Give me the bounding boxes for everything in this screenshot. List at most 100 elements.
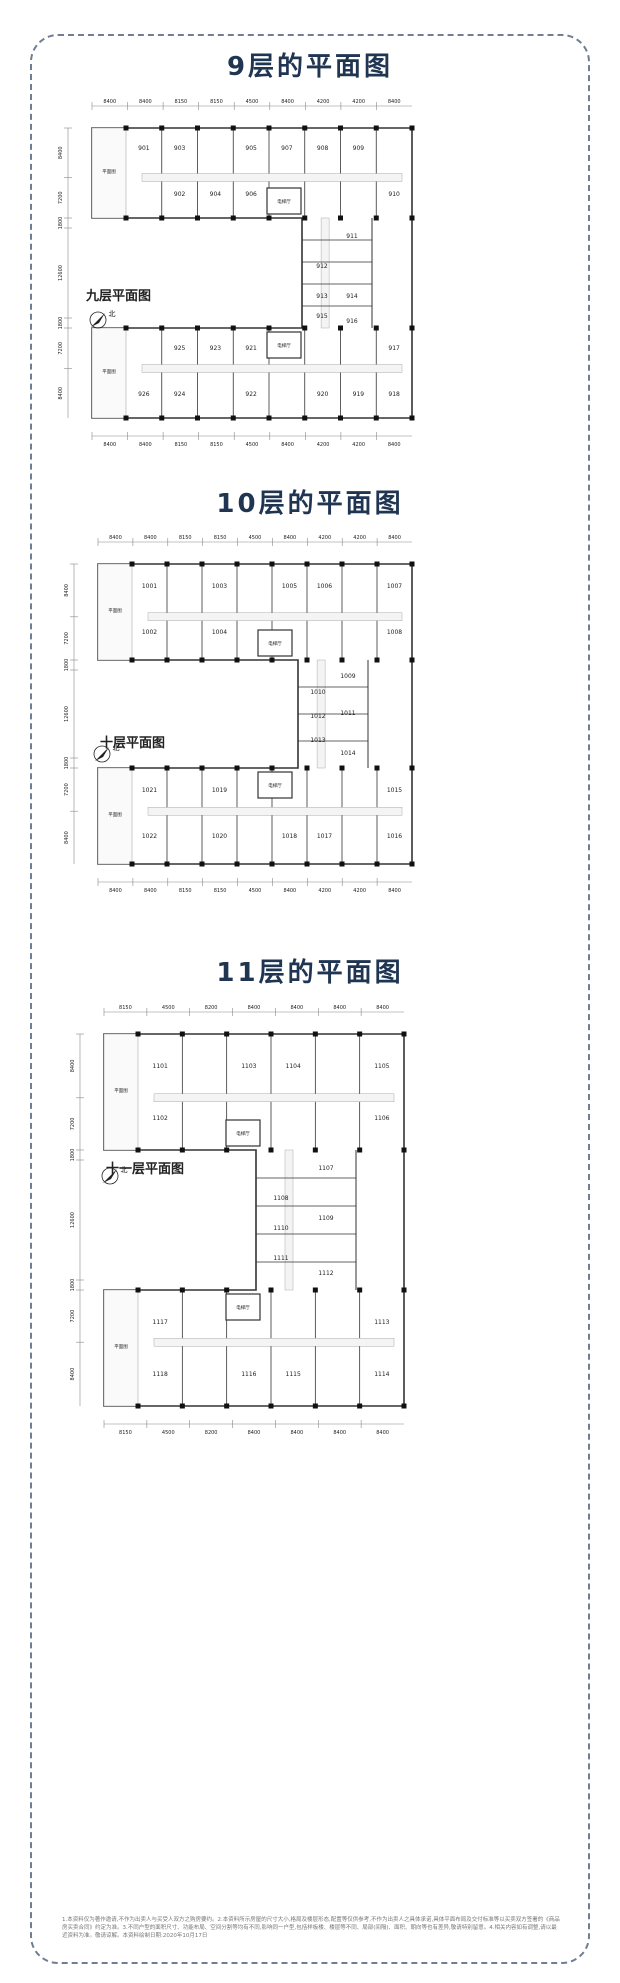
room-label-1021: 1021 xyxy=(142,787,157,794)
north-arrow-needle xyxy=(95,747,109,761)
room-label-1108: 1108 xyxy=(273,1195,288,1202)
dim-label-top: 8400 xyxy=(144,535,157,541)
column xyxy=(269,657,275,663)
column xyxy=(312,1287,318,1293)
terrace-bottom xyxy=(91,327,127,419)
column xyxy=(268,1287,274,1293)
room-label-1009: 1009 xyxy=(340,673,355,680)
corridor-bottom xyxy=(141,364,403,373)
north-label: 北 xyxy=(113,744,120,752)
column xyxy=(357,1147,363,1153)
floor-9-title: 9层的平面图 xyxy=(226,52,394,82)
column xyxy=(373,215,379,221)
dim-label-top: 8400 xyxy=(290,1005,303,1011)
dim-label-left: 12600 xyxy=(70,1212,76,1228)
dim-label-top: 4200 xyxy=(317,99,330,105)
dim-label-top: 8400 xyxy=(376,1005,389,1011)
room-label-910: 910 xyxy=(388,191,400,198)
elevator-core-bottom xyxy=(266,331,302,359)
dim-label-top: 8400 xyxy=(248,1005,261,1011)
dim-label-bottom: 8200 xyxy=(205,1430,218,1436)
dim-label-bottom: 8400 xyxy=(388,442,401,448)
room-label-912: 912 xyxy=(316,263,328,270)
room-label-903: 903 xyxy=(174,145,186,152)
elevator-core-bottom xyxy=(257,771,293,799)
column xyxy=(269,561,275,567)
dashed-frame xyxy=(30,34,590,1964)
column xyxy=(357,1031,363,1037)
column xyxy=(224,1147,230,1153)
dim-label-left: 7200 xyxy=(64,632,70,645)
column xyxy=(409,325,415,331)
room-label-917: 917 xyxy=(388,345,400,352)
room-label-1109: 1109 xyxy=(318,1215,333,1222)
floor-11-plan-label: 十一层平面图 xyxy=(106,1162,185,1177)
dim-label-top: 8400 xyxy=(333,1005,346,1011)
column xyxy=(234,657,240,663)
dim-label-bottom: 4500 xyxy=(162,1430,175,1436)
dim-label-left: 8400 xyxy=(64,584,70,597)
column xyxy=(159,215,165,221)
column xyxy=(374,861,380,867)
column xyxy=(159,415,165,421)
column xyxy=(199,561,205,567)
room-label-906: 906 xyxy=(245,191,257,198)
column xyxy=(338,215,343,221)
column xyxy=(135,1031,141,1037)
dim-label-bottom: 4200 xyxy=(353,888,366,894)
dim-label-left: 1800 xyxy=(64,757,70,770)
floor-10-title: 10层的平面图 xyxy=(216,489,404,519)
column xyxy=(164,657,170,663)
column xyxy=(409,561,415,567)
dim-label-top: 8150 xyxy=(214,535,227,541)
dim-label-left: 1800 xyxy=(70,1279,76,1292)
dim-label-bottom: 8400 xyxy=(248,1430,261,1436)
column xyxy=(230,215,236,221)
column xyxy=(302,125,308,131)
dim-label-top: 4500 xyxy=(162,1005,175,1011)
outer-wall xyxy=(91,127,413,419)
room-label-1115: 1115 xyxy=(286,1371,301,1378)
room-label-918: 918 xyxy=(388,391,400,398)
column xyxy=(302,415,308,421)
dim-label-left: 8400 xyxy=(70,1368,76,1381)
column xyxy=(401,1031,407,1037)
room-label-1114: 1114 xyxy=(374,1371,389,1378)
room-label-1112: 1112 xyxy=(318,1270,333,1277)
dim-label-left: 8400 xyxy=(70,1060,76,1073)
corridor-bottom xyxy=(153,1338,395,1347)
dim-label-bottom: 4200 xyxy=(318,888,331,894)
dim-label-bottom: 8400 xyxy=(139,442,152,448)
column xyxy=(339,657,345,663)
column xyxy=(409,415,415,421)
column xyxy=(338,125,343,131)
column xyxy=(199,657,205,663)
dim-label-bottom: 8150 xyxy=(210,442,223,448)
dim-label-top: 4200 xyxy=(352,99,365,105)
room-label-1107: 1107 xyxy=(318,1165,333,1172)
dim-label-bottom: 4500 xyxy=(249,888,262,894)
column xyxy=(409,765,415,771)
dim-label-left: 7200 xyxy=(64,783,70,796)
dim-label-bottom: 8400 xyxy=(376,1430,389,1436)
column xyxy=(266,325,272,331)
dim-label-bottom: 8400 xyxy=(284,888,297,894)
floor-10-plan-label: 十层平面图 xyxy=(100,736,166,751)
column xyxy=(179,1147,185,1153)
column xyxy=(268,1147,274,1153)
column xyxy=(266,215,272,221)
room-label-1111: 1111 xyxy=(273,1255,288,1262)
room-label-920: 920 xyxy=(317,391,329,398)
elevator-label: 电梯厅 xyxy=(277,342,291,349)
room-label-1014: 1014 xyxy=(340,750,355,757)
dim-label-top: 8400 xyxy=(109,535,122,541)
room-label-904: 904 xyxy=(210,191,222,198)
column xyxy=(234,861,240,867)
corridor-stem xyxy=(320,217,330,329)
room-label-907: 907 xyxy=(281,145,293,152)
column xyxy=(179,1287,185,1293)
